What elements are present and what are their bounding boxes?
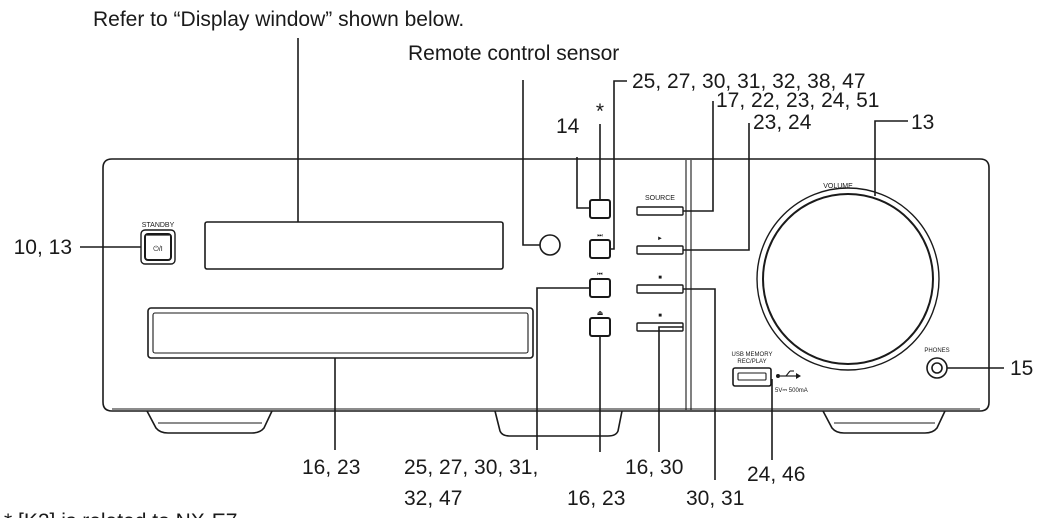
standby-power-icon: ⏻/I <box>153 245 162 253</box>
prev-icon: ⏮ <box>597 272 603 278</box>
callout-prev-line1: 25, 27, 30, 31, <box>404 456 538 479</box>
callout-volume: 13 <box>911 111 934 134</box>
usb-icon <box>776 370 801 379</box>
callout-14: 14 <box>556 115 580 138</box>
usb-label-line2: REC/PLAY <box>737 359 766 365</box>
standby-button[interactable] <box>140 229 176 265</box>
eject-button[interactable] <box>589 317 611 337</box>
callout-remote-sensor: Remote control sensor <box>408 42 619 65</box>
callout-stop-upper: 30, 31 <box>686 487 744 510</box>
next-button[interactable] <box>589 239 611 259</box>
usb-port[interactable] <box>732 367 772 387</box>
stop-icon-upper: ■ <box>658 275 662 281</box>
callout-tray: 16, 23 <box>302 456 360 479</box>
footnote: * [K2] is related to NX-E7. <box>4 510 243 518</box>
callout-eject: 16, 23 <box>567 487 625 510</box>
callout-prev-line2: 32, 47 <box>404 487 462 510</box>
next-icon: ⏭ <box>597 233 603 239</box>
callout-stop-lower: 16, 30 <box>625 456 683 479</box>
play-button[interactable] <box>636 245 684 255</box>
volume-label: VOLUME <box>823 183 853 190</box>
display-window <box>204 221 504 270</box>
eject-icon: ⏏ <box>597 310 604 317</box>
stop-icon-lower: ■ <box>658 313 662 319</box>
remote-sensor <box>539 234 561 256</box>
callout-star: * <box>596 100 604 123</box>
volume-knob[interactable] <box>756 187 940 371</box>
callout-next: 25, 27, 30, 31, 32, 38, 47 <box>632 70 866 93</box>
k2-button[interactable] <box>589 199 611 219</box>
disc-tray[interactable] <box>147 307 534 359</box>
source-button[interactable] <box>636 206 684 216</box>
phones-jack[interactable] <box>926 357 948 379</box>
source-label: SOURCE <box>645 195 675 202</box>
prev-button[interactable] <box>589 278 611 298</box>
device-body <box>102 158 990 412</box>
callout-play: 23, 24 <box>753 111 812 134</box>
foot-right <box>822 410 946 434</box>
stop-button-upper[interactable] <box>636 284 684 294</box>
panel-divider <box>685 160 692 410</box>
usb-rating: 5V⎓ 500mA <box>775 388 808 394</box>
leader-lines <box>80 38 1004 480</box>
standby-label: STANDBY <box>142 222 175 229</box>
callout-standby: 10, 13 <box>14 236 72 259</box>
callout-display-window: Refer to “Display window” shown below. <box>93 8 464 31</box>
phones-label: PHONES <box>924 348 949 354</box>
foot-center <box>494 410 623 437</box>
foot-left <box>146 410 273 434</box>
usb-label-line1: USB MEMORY <box>732 352 773 358</box>
callout-phones: 15 <box>1010 357 1033 380</box>
callout-usb: 24, 46 <box>747 463 805 486</box>
play-icon: ► <box>657 236 663 242</box>
callout-source: 17, 22, 23, 24, 51 <box>716 89 879 112</box>
